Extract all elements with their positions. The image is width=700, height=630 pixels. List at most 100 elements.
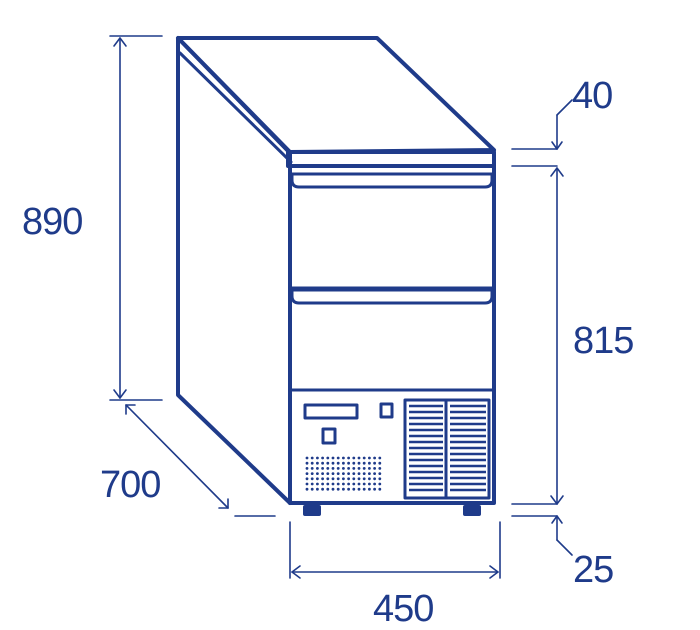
vent-dot <box>357 472 361 475</box>
cabinet-top <box>176 36 496 154</box>
vent-dot <box>357 482 361 486</box>
vent-dot <box>342 472 345 475</box>
vent-dot <box>368 487 371 491</box>
vent-dot <box>368 472 371 475</box>
vent-dot <box>373 472 376 475</box>
vent-dot <box>357 467 361 470</box>
vent-dot <box>342 467 345 470</box>
vent-dot <box>331 487 335 491</box>
power-button <box>379 402 394 419</box>
cabinet-front <box>288 164 496 505</box>
dim-body-height <box>511 167 564 505</box>
vent-dot <box>331 472 335 475</box>
vent-dot <box>316 482 319 486</box>
vent-dot <box>305 461 309 465</box>
vent-dot <box>316 487 319 491</box>
vent-dot <box>342 461 345 465</box>
vent-dot <box>316 456 319 460</box>
vent-dot <box>347 467 350 470</box>
vent-dot <box>378 472 382 475</box>
vent-dot <box>362 461 366 465</box>
vent-dot <box>321 461 324 465</box>
vent-dot <box>310 482 314 486</box>
vent-dot <box>326 482 330 486</box>
vent-dot <box>310 487 314 491</box>
vent-dot <box>357 477 361 481</box>
vent-dot <box>373 467 376 470</box>
vent-dot <box>352 467 356 470</box>
vent-dot <box>347 456 350 460</box>
vent-dot <box>336 487 340 491</box>
vent-louvers <box>409 404 486 492</box>
vent-dot <box>305 472 309 475</box>
vent-dot <box>321 467 324 470</box>
dim-total-height <box>109 35 163 401</box>
dim-top-thickness <box>511 99 573 167</box>
dim-width <box>289 521 501 579</box>
vent-dot <box>326 487 330 491</box>
ventilation-dot-grid <box>305 456 382 491</box>
vent-dot <box>352 487 356 491</box>
vent-dot <box>347 461 350 465</box>
vent-dot <box>336 477 340 481</box>
vent-dot <box>378 487 382 491</box>
vent-dot <box>336 461 340 465</box>
vent-dot <box>305 487 309 491</box>
label-feet-height: 25 <box>573 549 613 591</box>
vent-dot <box>362 477 366 481</box>
vent-dot <box>310 467 314 470</box>
vent-dot <box>305 477 309 481</box>
vent-dot <box>310 456 314 460</box>
vent-dot <box>352 477 356 481</box>
vent-dot <box>357 487 361 491</box>
vent-dot <box>310 472 314 475</box>
control-button <box>321 427 337 445</box>
vent-dot <box>357 461 361 465</box>
left-foot <box>303 505 321 516</box>
worktop-lip <box>286 150 496 168</box>
vent-dot <box>352 456 356 460</box>
vent-dot <box>316 472 319 475</box>
vent-dot <box>373 482 376 486</box>
vent-dot <box>316 467 319 470</box>
vent-dot <box>378 456 382 460</box>
vent-dot <box>326 461 330 465</box>
vent-dot <box>368 477 371 481</box>
dimension-lines <box>109 35 573 579</box>
vent-dot <box>368 456 371 460</box>
vent-dot <box>316 461 319 465</box>
vent-dot <box>362 456 366 460</box>
cabinet-top-inner-edge <box>178 51 293 164</box>
vent-dot <box>342 477 345 481</box>
vent-dot <box>378 461 382 465</box>
label-depth: 700 <box>100 464 160 506</box>
vent-dot <box>362 487 366 491</box>
vent-dot <box>305 456 309 460</box>
vent-dot <box>378 482 382 486</box>
vent-dot <box>321 477 324 481</box>
vent-dot <box>352 472 356 475</box>
vent-dot <box>331 456 335 460</box>
vent-dot <box>378 467 382 470</box>
lower-drawer <box>290 288 494 305</box>
vent-dot <box>336 456 340 460</box>
upper-drawer-handle <box>290 172 494 189</box>
control-panel <box>303 402 394 491</box>
vent-dot <box>342 487 345 491</box>
vent-dot <box>352 482 356 486</box>
label-total-height: 890 <box>22 201 82 243</box>
vent-dot <box>336 467 340 470</box>
label-width: 450 <box>373 588 433 630</box>
vent-dot <box>305 482 309 486</box>
vent-dot <box>362 467 366 470</box>
vent-dot <box>321 487 324 491</box>
vent-dot <box>331 477 335 481</box>
display-screen <box>303 403 359 420</box>
vent-dot <box>336 482 340 486</box>
upper-drawer <box>290 172 494 189</box>
vent-dot <box>373 487 376 491</box>
vent-dot <box>316 477 319 481</box>
vent-grille <box>403 398 491 500</box>
vent-dot <box>368 461 371 465</box>
vent-dot <box>310 461 314 465</box>
